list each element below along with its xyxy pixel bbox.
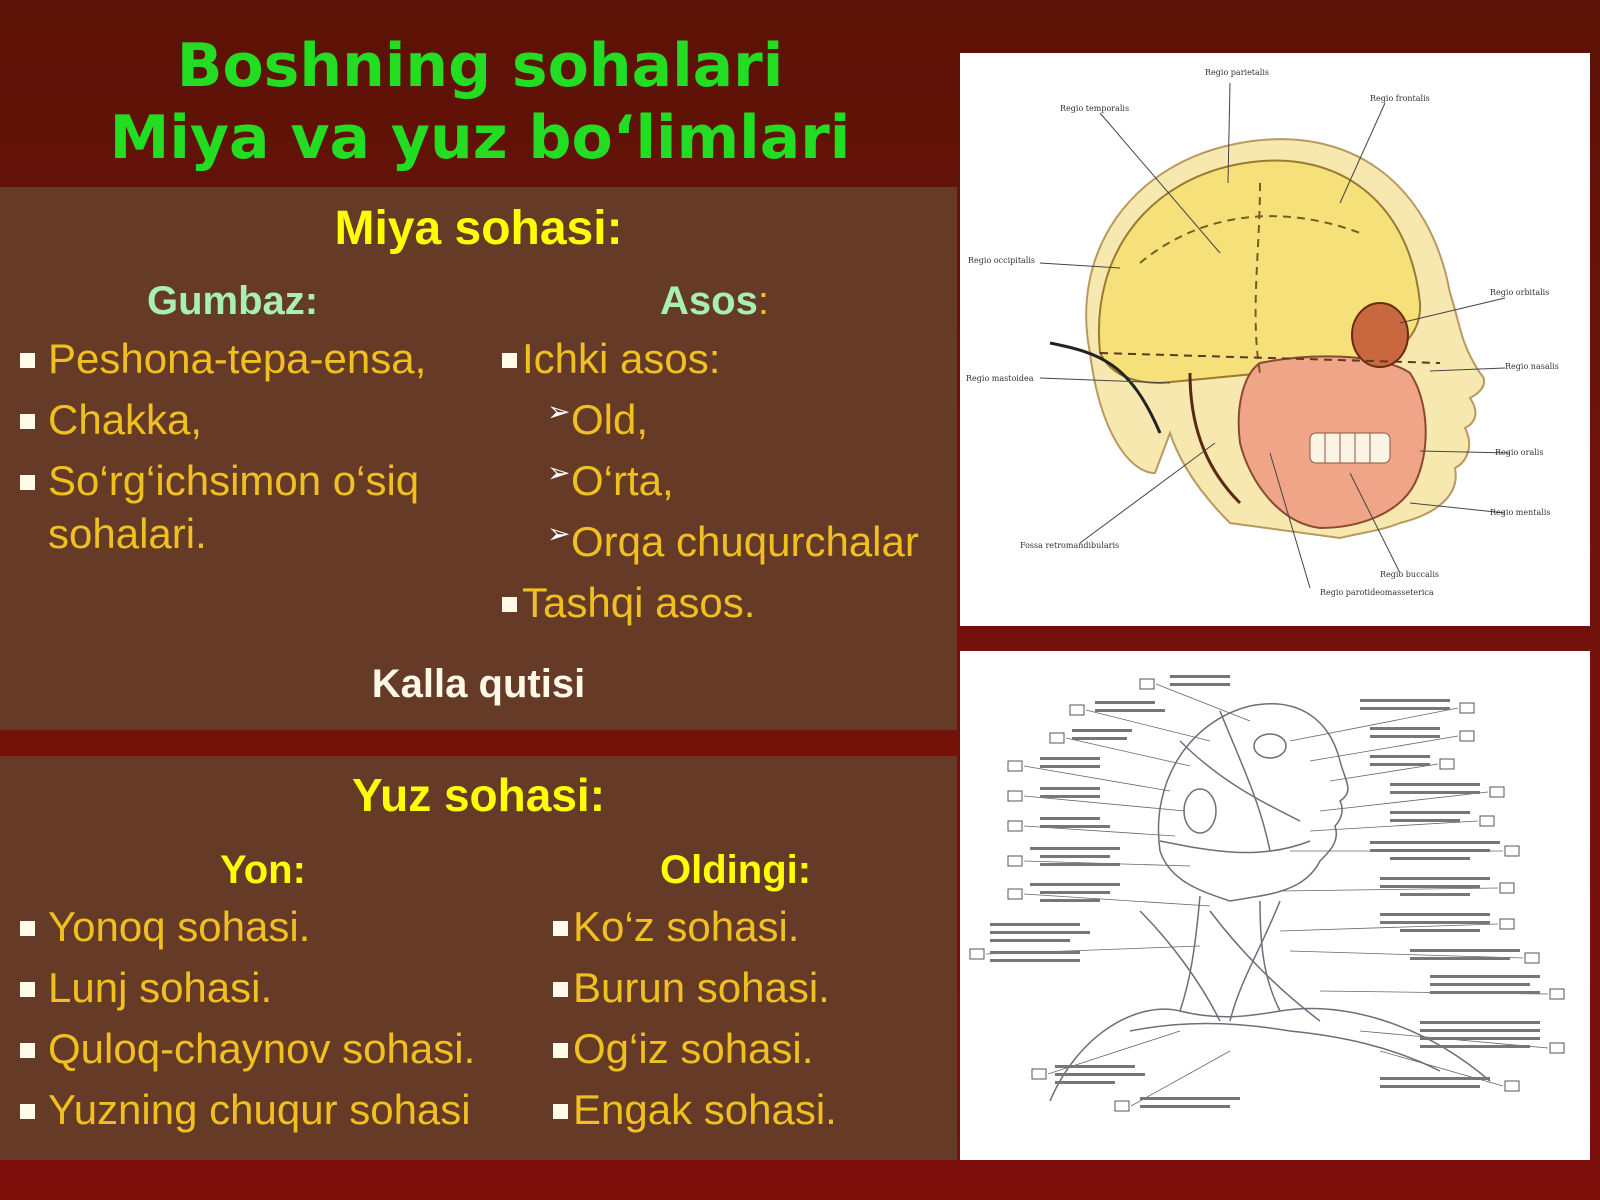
yon-item: Lunj sohasi. xyxy=(48,964,273,1011)
bullet-icon xyxy=(553,921,568,936)
arrow-bullet-icon: ➢ xyxy=(547,518,571,549)
bullet-icon xyxy=(502,353,517,368)
kalla-qutisi-label: Kalla qutisi xyxy=(371,662,586,706)
skull-label: Regio orbitalis xyxy=(1490,288,1549,297)
yon-label: Yon: xyxy=(220,848,306,892)
oldingi-item: Engak sohasi. xyxy=(573,1086,837,1133)
oldingi-item: Ko‘z sohasi. xyxy=(573,903,800,950)
bullet-icon xyxy=(553,982,568,997)
bullet-icon xyxy=(502,597,517,612)
bullet-icon xyxy=(20,353,35,368)
yon-item: Quloq-chaynov sohasi. xyxy=(48,1025,476,1072)
skull-regions-illustration: Regio parietalis Regio frontalis Regio t… xyxy=(960,53,1590,626)
oldingi-label: Oldingi: xyxy=(660,848,812,892)
skull-label: Regio mastoidea xyxy=(966,374,1034,383)
oldingi-item: Burun sohasi. xyxy=(573,964,830,1011)
yuz-panel: Yuz sohasi: Yon: Oldingi: Yonoq sohasi. … xyxy=(0,756,957,1160)
gumbaz-label: Gumbaz: xyxy=(147,279,319,323)
arrow-bullet-icon: ➢ xyxy=(547,457,571,488)
slide-title: Boshning sohalari Miya va yuz bo‘limlari xyxy=(0,30,960,174)
skull-label: Regio parietalis xyxy=(1205,68,1269,77)
gumbaz-item: Chakka, xyxy=(48,396,203,443)
yon-item: Yonoq sohasi. xyxy=(48,903,311,950)
gumbaz-item: Peshona-tepa-ensa, xyxy=(48,335,427,382)
bullet-icon xyxy=(20,921,35,936)
face-neck-regions-illustration xyxy=(960,651,1590,1160)
yon-item: Yuzning chuqur sohasi xyxy=(48,1086,471,1133)
arrow-bullet-icon: ➢ xyxy=(547,396,571,427)
skull-label: Regio nasalis xyxy=(1505,362,1559,371)
bullet-icon xyxy=(20,475,35,490)
oldingi-item: Og‘iz sohasi. xyxy=(573,1025,814,1072)
yuz-heading: Yuz sohasi: xyxy=(351,769,606,821)
asos-tashqi: Tashqi asos. xyxy=(522,579,756,626)
bullet-icon xyxy=(20,414,35,429)
skull-label: Regio temporalis xyxy=(1060,104,1129,113)
asos-ichki: Ichki asos: xyxy=(522,335,721,382)
title-line-2: Miya va yuz bo‘limlari xyxy=(109,103,851,173)
gumbaz-item: So‘rg‘ichsimon o‘siq xyxy=(48,457,420,504)
asos-label: Asos: xyxy=(660,279,769,323)
bullet-icon xyxy=(553,1104,568,1119)
skull-label: Fossa retromandibularis xyxy=(1020,541,1119,550)
skull-label: Regio frontalis xyxy=(1370,94,1430,103)
skull-label: Regio mentalis xyxy=(1490,508,1550,517)
skull-label: Regio occipitalis xyxy=(968,256,1035,265)
skull-label: Regio buccalis xyxy=(1380,570,1439,579)
asos-sub-item: O‘rta, xyxy=(571,457,674,504)
title-line-1: Boshning sohalari xyxy=(176,31,784,101)
miya-heading: Miya sohasi: xyxy=(334,202,623,255)
bullet-icon xyxy=(20,1043,35,1058)
bullet-icon xyxy=(20,982,35,997)
bullet-icon xyxy=(20,1104,35,1119)
gumbaz-item-continuation: sohalari. xyxy=(48,510,207,557)
skull-label: Regio parotideomasseterica xyxy=(1320,588,1434,597)
bullet-icon xyxy=(553,1043,568,1058)
asos-sub-item: Old, xyxy=(571,396,649,443)
skull-label: Regio oralis xyxy=(1495,448,1543,457)
asos-sub-item: Orqa chuqurchalar xyxy=(571,518,919,565)
miya-panel: Miya sohasi: Gumbaz: Asos: Peshona-tepa-… xyxy=(0,187,957,730)
